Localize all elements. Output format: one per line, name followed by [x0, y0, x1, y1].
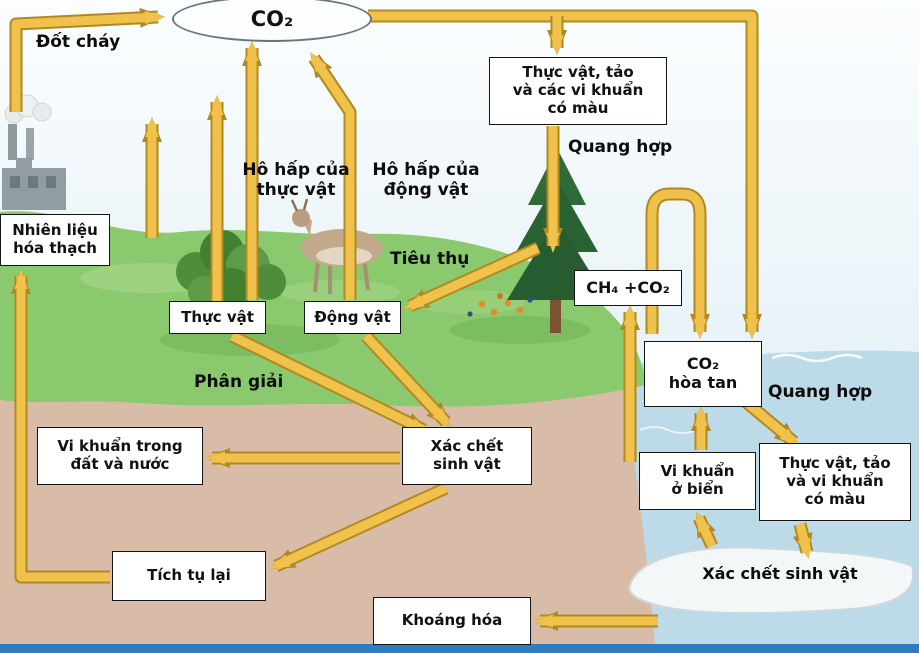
flowers-illustration: [467, 293, 533, 317]
arrow-animal-respiration: [308, 52, 357, 300]
arrow-ocean-air-exchange: [645, 187, 710, 339]
label-photosynthesis-air: Quang hợp: [568, 137, 673, 157]
sea-foam-blob: [628, 546, 915, 615]
arrow-phytoplankton-sea-to-dead: [792, 522, 814, 559]
atmosphere-co2-ellipse: CO₂: [172, 0, 372, 42]
box-dead-organisms: Xác chết sinh vật: [402, 427, 532, 485]
bottom-bar: [0, 644, 919, 653]
box-soil-bacteria: Vi khuẩn trong đất và nước: [37, 427, 203, 485]
arrow-consumption: [403, 242, 541, 312]
arrow-accumulation-to-fossil: [10, 269, 110, 584]
label-animal-respiration: Hô hấp của động vật: [372, 160, 480, 200]
box-mineralization: Khoáng hóa: [373, 597, 531, 645]
arrow-animals-to-dead: [361, 331, 451, 428]
box-phytoplankton-sea: Thực vật, tảo và vi khuẩn có màu: [759, 443, 911, 521]
box-phytoplankton-air: Thực vật, tảo và các vi khuẩn có màu: [489, 57, 667, 125]
box-plants: Thực vật: [169, 301, 266, 334]
box-accumulation: Tích tụ lại: [112, 551, 266, 601]
label-sea-dead-organisms: Xác chết sinh vật: [702, 564, 858, 583]
arrow-sea-dead-to-marine-bacteria: [693, 511, 718, 549]
arrow-burning: [9, 7, 165, 112]
arrow-dissolved-photosynthesis: [741, 397, 800, 447]
arrow-co2-to-ocean: [368, 9, 762, 339]
box-animals: Động vật: [304, 301, 401, 334]
arrow-plants-to-dead: [229, 330, 431, 436]
box-dissolved-co2: CO₂ hòa tan: [644, 341, 762, 407]
label-burning: Đốt cháy: [36, 32, 121, 52]
box-fossil-fuel: Nhiên liệu hóa thạch: [0, 214, 110, 266]
label-plant-respiration: Hô hấp của thực vật: [242, 160, 350, 200]
label-consumption: Tiêu thụ: [390, 249, 470, 269]
box-marine-bacteria: Vi khuẩn ở biển: [639, 452, 756, 510]
atmosphere-co2-label: CO₂: [250, 7, 294, 31]
box-methane: CH₄ +CO₂: [574, 270, 682, 306]
arrow-layer: [9, 7, 814, 631]
arrow-dead-to-accumulation: [269, 482, 449, 572]
label-photosynthesis-sea: Quang hợp: [768, 382, 873, 402]
label-decomposition: Phân giải: [194, 372, 284, 392]
